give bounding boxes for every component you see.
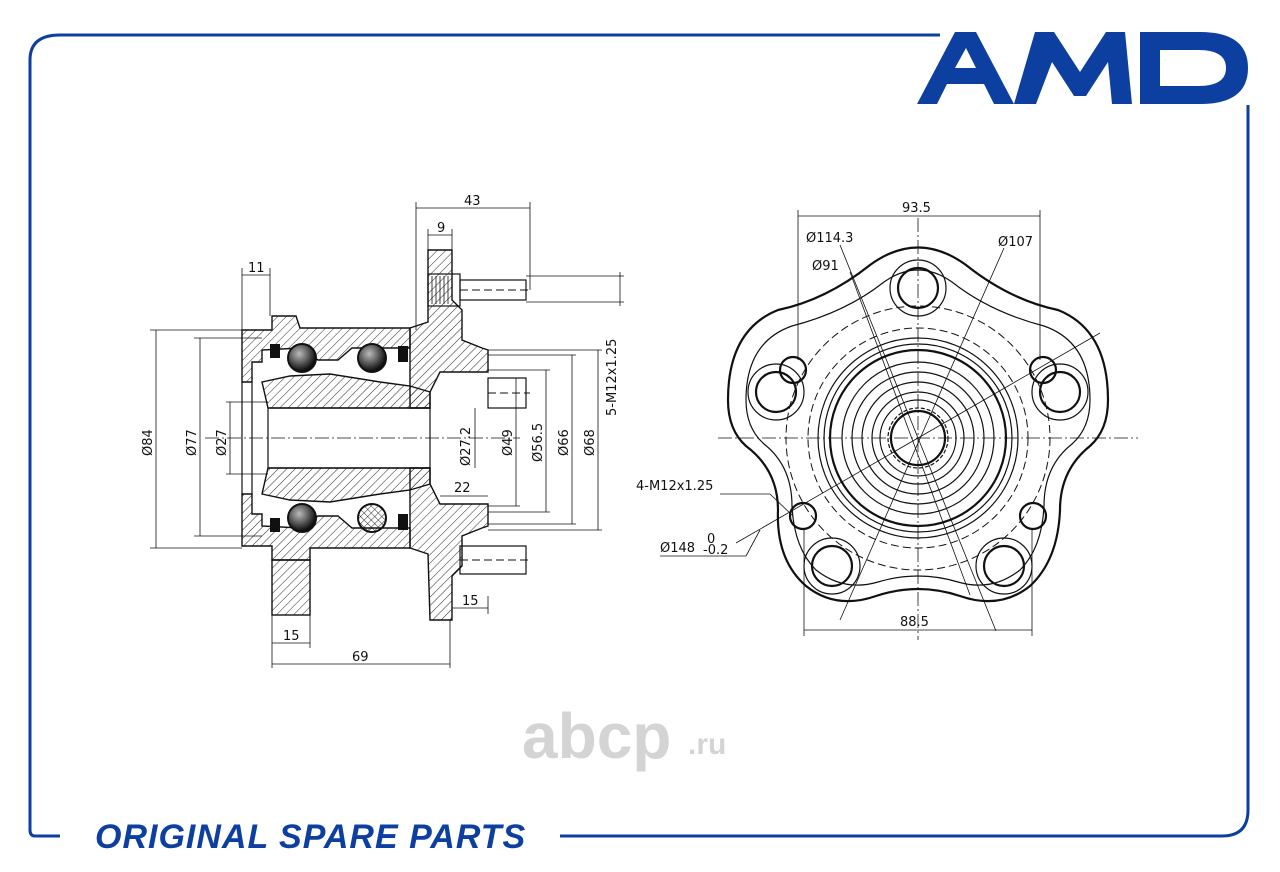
dim-15-right: 15: [462, 594, 479, 609]
dim-d84: Ø84: [141, 429, 156, 456]
dim-22: 22: [454, 481, 471, 496]
dim-d148-tol-upper: 0: [707, 532, 715, 547]
svg-text:abcp: abcp: [522, 700, 671, 772]
dim-d27-2: Ø27.2: [459, 427, 474, 466]
dim-d114-3: Ø114.3: [806, 231, 853, 246]
dim-d49: Ø49: [501, 429, 516, 456]
svg-text:.ru: .ru: [688, 728, 726, 761]
footer-slogan: ORIGINAL SPARE PARTS: [95, 818, 526, 856]
dim-d77: Ø77: [185, 429, 200, 456]
dim-11: 11: [248, 261, 265, 276]
dim-d91: Ø91: [812, 259, 839, 274]
abcp-watermark: abcp .ru: [522, 700, 726, 772]
dim-15-left: 15: [283, 629, 300, 644]
dim-88-5: 88.5: [900, 615, 929, 630]
front-view: 93.5 Ø114.3 Ø107 Ø91 4-M12x1.25 Ø148 0 -…: [636, 201, 1138, 640]
dim-4-holes: 4-M12x1.25: [636, 479, 713, 494]
dim-d27: Ø27: [215, 429, 230, 456]
mount-holes: [778, 355, 1058, 531]
dim-d107: Ø107: [998, 235, 1033, 250]
dim-43: 43: [464, 194, 481, 209]
dim-93-5: 93.5: [902, 201, 931, 216]
dim-d148-tol-lower: -0.2: [703, 543, 728, 558]
dim-thread: 5-M12x1.25: [605, 339, 620, 416]
dim-d66: Ø66: [557, 429, 572, 456]
sheet-frame: [28, 33, 1250, 838]
dim-d68: Ø68: [583, 429, 598, 456]
dim-69: 69: [352, 650, 369, 665]
dim-9: 9: [437, 221, 445, 236]
side-section-view: 43 9 11 5-M12x1.25 Ø84 Ø77 Ø27 Ø27.2 Ø49…: [141, 194, 624, 668]
dim-d148: Ø148: [660, 541, 695, 556]
amd-logo: [917, 32, 1248, 104]
dim-d56-5: Ø56.5: [531, 423, 546, 462]
